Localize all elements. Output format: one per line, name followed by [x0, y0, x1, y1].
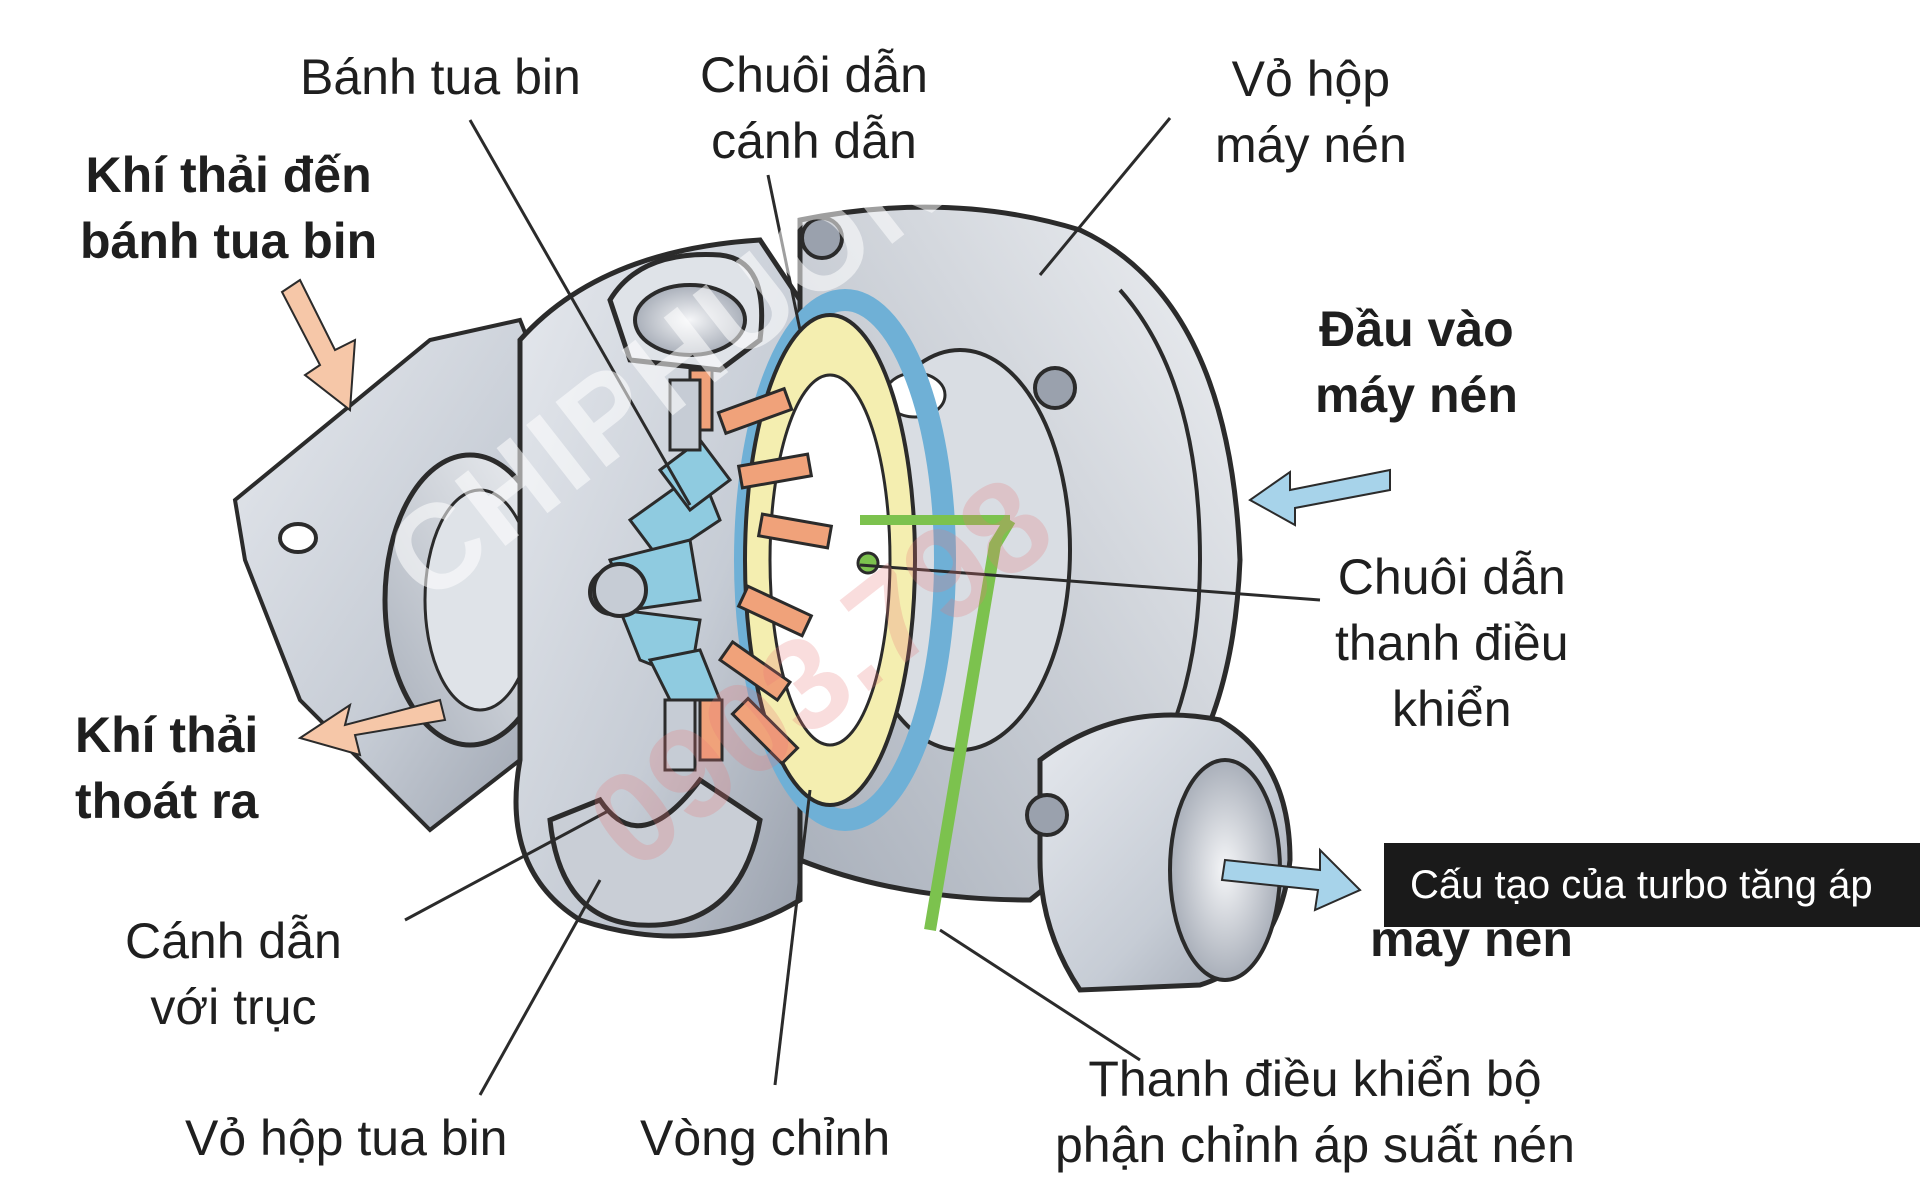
label-vane-shaft: Cánh dẫn với trục — [125, 913, 342, 1035]
leader-lines — [404, 117, 1321, 1096]
turbine-lower-scroll — [547, 776, 763, 928]
control-rod — [924, 516, 1016, 931]
label-control-rod-chain: Chuôi dẫn thanh điều khiển — [1335, 549, 1569, 737]
label-turbine-wheel: Bánh tua bin — [300, 49, 581, 105]
compressor-in-arrow — [1248, 468, 1391, 527]
label-compressor-housing: Vỏ hộp máy nén — [1215, 51, 1407, 173]
label-compressor-inlet: Đầu vào máy nén — [1315, 301, 1518, 423]
label-turbine-housing: Vỏ hộp tua bin — [185, 1110, 508, 1166]
label-exhaust-out: Khí thải thoát ra — [75, 707, 259, 829]
flange-bolt-hole — [278, 522, 318, 554]
exhaust-in-arrow — [280, 278, 357, 412]
exhaust-out-arrow — [297, 698, 447, 757]
image-caption: Cấu tạo của turbo tăng áp — [1384, 843, 1920, 927]
guide-vanes — [688, 368, 834, 766]
flow-arrows — [280, 278, 1391, 912]
label-vane-chain: Chuôi dẫn cánh dẫn — [700, 47, 928, 169]
compressor-out-arrow — [1220, 847, 1362, 912]
label-control-bar: Thanh điều khiển bộ phận chỉnh áp suất n… — [1055, 1051, 1575, 1173]
label-exhaust-in: Khí thải đến bánh tua bin — [80, 147, 378, 269]
label-adjust-ring: Vòng chỉnh — [640, 1110, 891, 1166]
